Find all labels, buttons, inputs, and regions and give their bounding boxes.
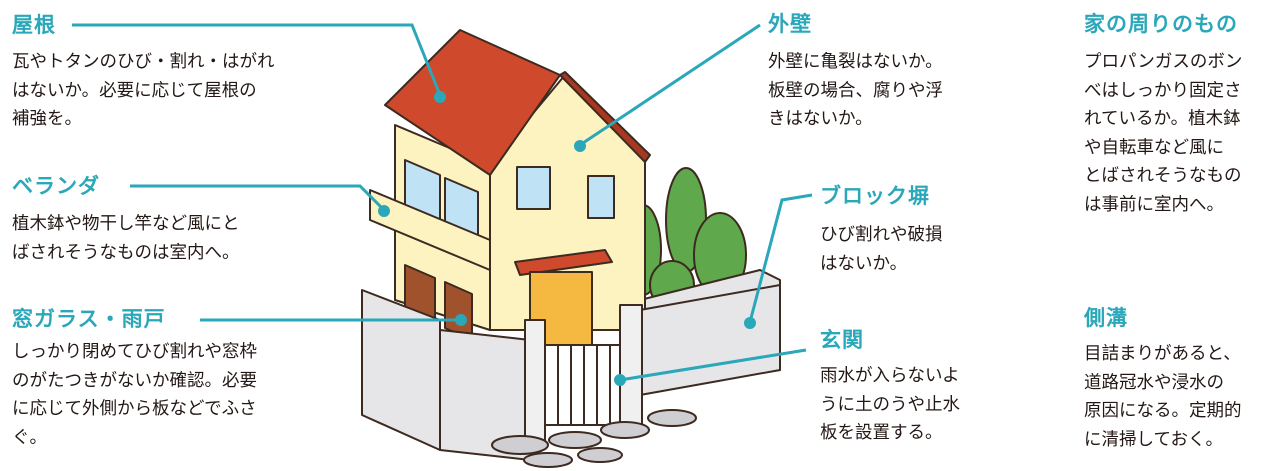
window-line-4: ぐ。 xyxy=(12,427,47,448)
callout-veranda xyxy=(130,184,386,212)
wall-line-2: 板壁の場合、腐りや浮 xyxy=(768,80,943,101)
callout-entrance xyxy=(619,348,807,382)
surroundings-line-6: は事前に室内へ。 xyxy=(1084,194,1224,215)
surroundings-line-2: べはしっかり固定さ xyxy=(1084,80,1242,101)
surroundings-line-5: とばされそうなもの xyxy=(1084,166,1242,186)
window-line-3: に応じて外側から板などでふさ xyxy=(12,399,257,419)
surroundings-line-1: プロパンガスのボン xyxy=(1084,52,1243,72)
entrance-title: 玄関 xyxy=(820,328,864,352)
roof-title: 屋根 xyxy=(12,13,56,37)
gutter-line-1: 目詰まりがあると、 xyxy=(1084,344,1241,364)
gate-bars xyxy=(544,344,621,426)
veranda-title: ベランダ xyxy=(12,174,100,198)
roof-line-3: 補強を。 xyxy=(12,109,82,129)
block-description: ひび割れや破損 はないか。 xyxy=(820,221,943,278)
window-title: 窓ガラス・雨戸 xyxy=(12,307,166,331)
window-line-2: のがたつきがないか確認。必要 xyxy=(12,370,257,391)
roof-line-1: 瓦やトタンのひび・割れ・はがれ xyxy=(12,52,275,72)
entrance-line-1: 雨水が入らないよ xyxy=(820,366,960,386)
gutter-line-4: に清掃しておく。 xyxy=(1084,429,1223,450)
callout-dots xyxy=(378,91,756,386)
callout-block xyxy=(748,193,813,323)
gutter-line-2: 道路冠水や浸水の xyxy=(1084,372,1224,393)
entrance-canopy xyxy=(514,249,613,276)
wall-line-1: 外壁に亀裂はないか。 xyxy=(768,52,943,72)
gutter-line-3: 原因になる。定期的 xyxy=(1084,401,1242,421)
wall-title: 外壁 xyxy=(768,12,812,36)
entrance-line-3: 板を設置する。 xyxy=(820,423,943,443)
callout-lines xyxy=(72,23,813,382)
callout-roof xyxy=(72,23,442,96)
roof-line-2: はないか。必要に応じて屋根の xyxy=(12,80,257,101)
stepping-stones xyxy=(491,409,697,468)
window-description: しっかり閉めてひび割れや窓枠 のがたつきがないか確認。必要 に応じて外側から板な… xyxy=(12,338,257,452)
gate-post-right xyxy=(619,304,643,431)
entrance-description: 雨水が入らないよ うに土のうや止水 板を設置する。 xyxy=(820,362,960,448)
surroundings-description: プロパンガスのボン べはしっかり固定さ れているか。植木鉢 や自転車など風に と… xyxy=(1084,48,1242,219)
entrance-line-2: うに土のうや止水 xyxy=(820,394,960,415)
roof-description: 瓦やトタンのひび・割れ・はがれ はないか。必要に応じて屋根の 補強を。 xyxy=(12,48,275,134)
block-line-1: ひび割れや破損 xyxy=(820,225,943,245)
block-title: ブロック塀 xyxy=(820,184,930,208)
roof-edge xyxy=(559,71,651,163)
block-line-2: はないか。 xyxy=(820,253,908,274)
surroundings-line-3: れているか。植木鉢 xyxy=(1084,109,1241,129)
veranda-description: 植木鉢や物干し竿など風にと ばされそうなものは室内へ。 xyxy=(12,210,240,267)
veranda-line-2: ばされそうなものは室内へ。 xyxy=(12,242,240,263)
gate-post-left xyxy=(524,319,546,441)
surroundings-line-4: や自転車など風に xyxy=(1084,137,1224,158)
veranda-shape xyxy=(369,189,491,271)
window-line-1: しっかり閉めてひび割れや窓枠 xyxy=(12,342,257,362)
callout-wall xyxy=(579,23,761,147)
surroundings-title: 家の周りのもの xyxy=(1084,12,1238,36)
gutter-title: 側溝 xyxy=(1084,306,1128,330)
front-windows xyxy=(516,166,615,219)
gutter-description: 目詰まりがあると、 道路冠水や浸水の 原因になる。定期的 に清掃しておく。 xyxy=(1084,340,1242,454)
wall-description: 外壁に亀裂はないか。 板壁の場合、腐りや浮 きはないか。 xyxy=(768,48,943,134)
wall-line-3: きはないか。 xyxy=(768,109,873,129)
veranda-line-1: 植木鉢や物干し竿など風にと xyxy=(12,214,240,234)
